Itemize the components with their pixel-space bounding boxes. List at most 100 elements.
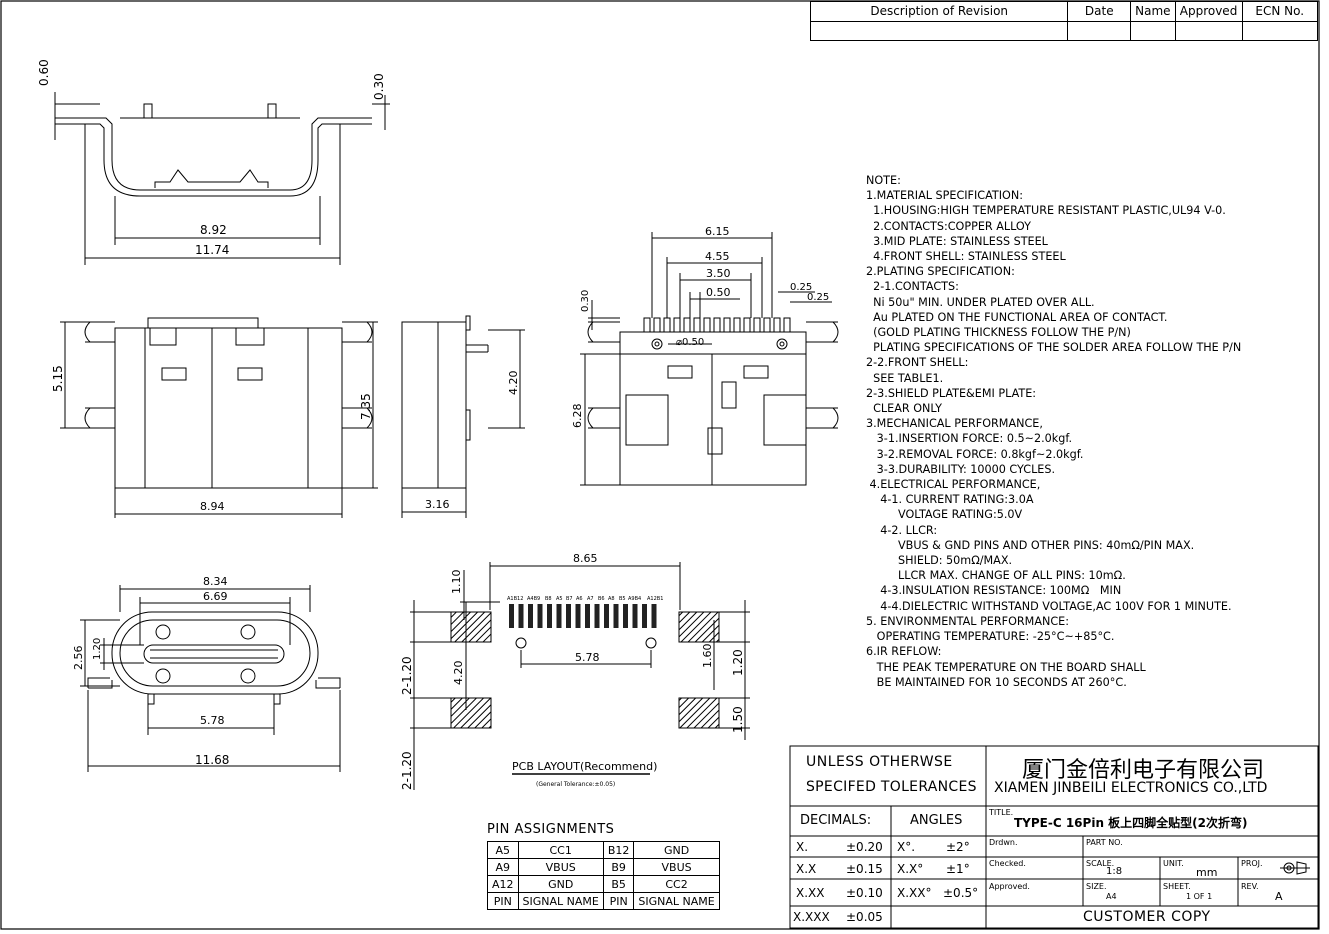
dim-1.20-pcb: 1.20 bbox=[731, 649, 745, 676]
pin-cell: B12 bbox=[602, 841, 635, 859]
pcb-signal-pad bbox=[604, 604, 609, 628]
note-line: 4-2. LLCR: bbox=[866, 523, 938, 537]
pcb-pad-left-top bbox=[450, 611, 492, 643]
decimal-xxxx: X.XXX bbox=[793, 910, 830, 924]
angle-x: X°. bbox=[897, 840, 916, 854]
dim-0.25-b: 0.25 bbox=[807, 292, 829, 303]
rev-cell bbox=[1067, 20, 1132, 41]
note-line: CLEAR ONLY bbox=[866, 402, 942, 416]
decimal-x: X. bbox=[796, 840, 809, 854]
dim-0.60: 0.60 bbox=[37, 59, 51, 86]
dim-0.25-a: 0.25 bbox=[790, 282, 812, 293]
pcb-signal-pad bbox=[566, 604, 571, 628]
note-line: LLCR MAX. CHANGE OF ALL PINS: 10mΩ. bbox=[866, 569, 1126, 583]
unit-value: mm bbox=[1196, 866, 1218, 879]
dim-3.50: 3.50 bbox=[706, 267, 731, 280]
company-name-cn: 厦门金倍利电子有限公司 bbox=[1022, 758, 1265, 783]
dim-0.30: 0.30 bbox=[372, 73, 386, 100]
pcb-pin-label: A12B1 bbox=[647, 596, 663, 602]
note-line: 4-4.DIELECTRIC WITHSTAND VOLTAGE,AC 100V… bbox=[866, 599, 1232, 613]
pin-cell: A5 bbox=[487, 841, 519, 859]
pcb-signal-pad bbox=[556, 604, 562, 628]
front-view bbox=[60, 317, 378, 518]
rev-header-ecn: ECN No. bbox=[1241, 1, 1319, 22]
note-line: 2.CONTACTS:COPPER ALLOY bbox=[866, 219, 1031, 233]
tolerance-heading-1: UNLESS OTHERWSE bbox=[806, 754, 953, 770]
dim-6.69: 6.69 bbox=[203, 590, 228, 603]
side-view bbox=[401, 315, 525, 518]
note-line: 2-3.SHIELD PLATE&EMI PLATE: bbox=[866, 386, 1037, 400]
dim-5.78-pcb: 5.78 bbox=[575, 651, 600, 664]
pcb-signal-pad bbox=[547, 604, 552, 628]
pcb-pin-label: B7 bbox=[566, 596, 573, 602]
proj-label: PROJ. bbox=[1241, 859, 1263, 868]
pin-cell: A12 bbox=[487, 875, 519, 893]
decimals-label: DECIMALS: bbox=[800, 813, 872, 828]
note-line: VOLTAGE RATING:5.0V bbox=[866, 508, 1023, 522]
pcb-tolerance-note: (General Tolerance:±0.05) bbox=[536, 781, 615, 788]
pin-assignments-title: PIN ASSIGNMENTS bbox=[487, 822, 615, 837]
note-line: 6.IR REFLOW: bbox=[866, 645, 942, 659]
notes: NOTE:1.MATERIAL SPECIFICATION: 1.HOUSING… bbox=[866, 173, 1241, 690]
pcb-signal-pad bbox=[594, 604, 600, 628]
rear-pin bbox=[673, 317, 681, 333]
rev-label: REV. bbox=[1241, 882, 1259, 891]
decimal-xx: X.X bbox=[796, 862, 817, 876]
company-name-en: XIAMEN JINBEILI ELECTRONICS CO.,LTD bbox=[994, 780, 1268, 796]
checked-label: Checked. bbox=[989, 859, 1026, 868]
angle-xx-tol: ±1° bbox=[946, 862, 970, 876]
top-view bbox=[54, 92, 390, 265]
revision-table: Description of Revision Date Name Approv… bbox=[809, 1, 1319, 41]
dim-2-1.20-bottom: 2-1.20 bbox=[400, 751, 414, 790]
signal-cell: GND bbox=[633, 841, 720, 859]
note-line: 2.PLATING SPECIFICATION: bbox=[866, 265, 1015, 279]
rear-pin bbox=[723, 317, 731, 333]
rear-pin bbox=[753, 317, 761, 333]
pcb-layout-caption: PCB LAYOUT(Recommend) bbox=[512, 760, 657, 773]
rear-pin bbox=[693, 317, 701, 333]
part-no-label: PART NO. bbox=[1086, 838, 1123, 847]
pcb-signal-pad bbox=[632, 604, 638, 628]
signal-cell: CC2 bbox=[633, 875, 720, 893]
signal-cell: GND bbox=[517, 875, 604, 893]
dim-3.16: 3.16 bbox=[425, 498, 450, 511]
note-line: OPERATING TEMPERATURE: -25°C~+85°C. bbox=[866, 630, 1115, 644]
rear-pin bbox=[763, 317, 771, 333]
size-value: A4 bbox=[1106, 892, 1117, 901]
signal-cell: CC1 bbox=[517, 841, 604, 859]
note-line: 4.FRONT SHELL: STAINLESS STEEL bbox=[866, 250, 1066, 264]
pcb-pad-left-bottom bbox=[450, 697, 492, 729]
angles-label: ANGLES bbox=[910, 813, 963, 828]
note-line: 3.MID PLATE: STAINLESS STEEL bbox=[866, 234, 1048, 248]
note-line: 4-3.INSULATION RESISTANCE: 100MΩ MIN bbox=[866, 584, 1122, 598]
signal-cell: VBUS bbox=[517, 858, 604, 876]
pcb-signal-pad bbox=[528, 604, 533, 628]
note-line: Ni 50u" MIN. UNDER PLATED OVER ALL. bbox=[866, 295, 1095, 309]
mating-view bbox=[80, 585, 341, 772]
pin-cell: B5 bbox=[602, 875, 635, 893]
decimal-xxx-tol: ±0.10 bbox=[846, 886, 883, 900]
decimal-xxxx-tol: ±0.05 bbox=[846, 910, 883, 924]
pcb-pin-label: B6 bbox=[598, 596, 605, 602]
rev-cell bbox=[1174, 20, 1243, 41]
note-line: THE PEAK TEMPERATURE ON THE BOARD SHALL bbox=[866, 660, 1146, 674]
rev-value: A bbox=[1275, 890, 1283, 903]
note-line: 4-1. CURRENT RATING:3.0A bbox=[866, 493, 1034, 507]
drawn-label: Drdwn. bbox=[989, 838, 1018, 847]
rev-header-approved: Approved bbox=[1174, 1, 1243, 22]
pcb-signal-pad bbox=[518, 604, 524, 628]
rev-header-date: Date bbox=[1067, 1, 1132, 22]
note-line: 5. ENVIRONMENTAL PERFORMANCE: bbox=[866, 614, 1069, 628]
pin-cell: PIN bbox=[487, 892, 519, 910]
dim-8.92: 8.92 bbox=[200, 223, 227, 237]
pcb-signal-pad bbox=[509, 604, 514, 628]
rear-pin bbox=[713, 317, 721, 333]
note-line: 3-1.INSERTION FORCE: 0.5~2.0kgf. bbox=[866, 432, 1073, 446]
pcb-signal-pad bbox=[642, 604, 647, 628]
dim-4.20: 4.20 bbox=[507, 371, 520, 396]
rev-cell bbox=[809, 20, 1069, 41]
